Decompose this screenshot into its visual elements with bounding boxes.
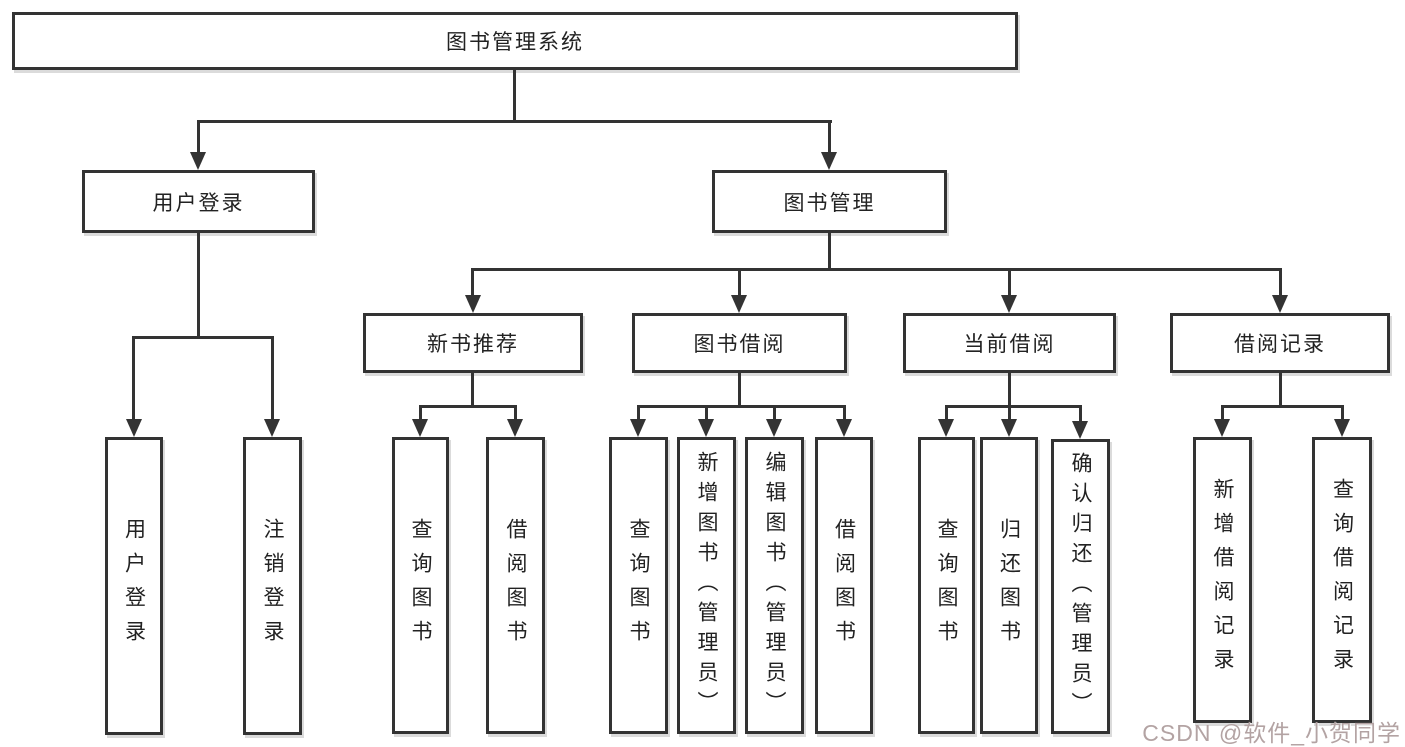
connector-line (828, 233, 831, 271)
arrow-down-icon (190, 152, 206, 170)
node-book-borrow-label: 图书借阅 (693, 333, 786, 356)
connector-line (843, 405, 846, 423)
arrow-down-icon (698, 419, 714, 437)
csdn-watermark: CSDN @软件_小贺同学 (1142, 720, 1401, 746)
leaf-query-book-2-label: 查询图书 (627, 517, 650, 654)
leaf-query-book-2: 查询图书 (609, 437, 668, 734)
arrow-down-icon (766, 419, 782, 437)
arrow-down-icon (1001, 295, 1017, 313)
leaf-add-book-admin: 新增图书（管理员） (677, 437, 736, 734)
connector-line (945, 405, 948, 423)
arrow-down-icon (630, 419, 646, 437)
leaf-query-borrow-record: 查询借阅记录 (1312, 437, 1372, 723)
connector-line (471, 373, 474, 408)
node-book-borrow: 图书借阅 (632, 313, 847, 373)
node-book-management: 图书管理 (712, 170, 947, 233)
connector-line (197, 233, 200, 339)
connector-line (828, 120, 831, 156)
connector-line (1279, 373, 1282, 408)
connector-line (1221, 405, 1343, 408)
leaf-borrow-book-2: 借阅图书 (815, 437, 873, 734)
leaf-add-borrow-record: 新增借阅记录 (1193, 437, 1252, 723)
leaf-return-book: 归还图书 (980, 437, 1038, 734)
leaf-borrow-book-2-label: 借阅图书 (832, 517, 856, 654)
arrow-down-icon (1214, 419, 1230, 437)
leaf-confirm-return-admin-label: 确认归还（管理员） (1069, 451, 1092, 722)
node-borrow-records: 借阅记录 (1170, 313, 1390, 373)
connector-line (1279, 268, 1282, 298)
connector-line (738, 268, 741, 298)
leaf-query-book-1-label: 查询图书 (409, 517, 432, 654)
node-root: 图书管理系统 (12, 12, 1018, 70)
connector-line (271, 336, 274, 424)
connector-line (705, 405, 708, 423)
connector-line (1008, 373, 1011, 408)
arrow-down-icon (465, 295, 481, 313)
arrow-down-icon (1334, 419, 1350, 437)
connector-line (1008, 405, 1011, 423)
arrow-down-icon (1001, 419, 1017, 437)
connector-line (1079, 405, 1082, 423)
node-current-borrow: 当前借阅 (903, 313, 1116, 373)
connector-line (197, 120, 200, 156)
arrow-down-icon (507, 419, 523, 437)
leaf-query-book-3: 查询图书 (918, 437, 975, 734)
arrow-down-icon (938, 419, 954, 437)
leaf-user-login-label: 用户登录 (122, 518, 146, 654)
leaf-logout: 注销登录 (243, 437, 302, 735)
connector-line (513, 70, 516, 123)
connector-line (197, 120, 832, 123)
node-new-book-recommend: 新书推荐 (363, 313, 583, 373)
connector-line (1008, 268, 1011, 298)
node-user-login: 用户登录 (82, 170, 315, 233)
node-borrow-records-label: 借阅记录 (1234, 333, 1326, 356)
arrow-down-icon (264, 419, 280, 437)
node-current-borrow-label: 当前借阅 (963, 333, 1056, 356)
leaf-query-borrow-record-label: 查询借阅记录 (1330, 478, 1354, 682)
arrow-down-icon (1072, 421, 1088, 439)
arrow-down-icon (1272, 295, 1288, 313)
connector-line (1221, 405, 1224, 423)
leaf-logout-label: 注销登录 (261, 518, 284, 654)
connector-line (773, 405, 776, 423)
connector-line (945, 405, 1082, 408)
connector-line (419, 405, 517, 408)
connector-line (419, 405, 422, 423)
arrow-down-icon (836, 419, 852, 437)
connector-line (132, 336, 135, 424)
leaf-confirm-return-admin: 确认归还（管理员） (1051, 439, 1110, 734)
leaf-borrow-book-1-label: 借阅图书 (504, 517, 527, 654)
arrow-down-icon (126, 419, 142, 437)
arrow-down-icon (821, 152, 837, 170)
arrow-down-icon (412, 419, 428, 437)
leaf-return-book-label: 归还图书 (997, 517, 1021, 654)
connector-line (637, 405, 846, 408)
node-new-book-recommend-label: 新书推荐 (427, 333, 519, 356)
leaf-borrow-book-1: 借阅图书 (486, 437, 545, 734)
leaf-query-book-1: 查询图书 (392, 437, 449, 734)
connector-line (471, 268, 474, 298)
connector-line (637, 405, 640, 423)
connector-line (514, 405, 517, 423)
node-user-login-label: 用户登录 (152, 191, 245, 215)
connector-line (471, 268, 1282, 271)
connector-line (132, 336, 274, 339)
leaf-add-borrow-record-label: 新增借阅记录 (1211, 478, 1234, 682)
leaf-user-login: 用户登录 (105, 437, 163, 735)
node-root-label: 图书管理系统 (446, 31, 584, 54)
leaf-add-book-admin-label: 新增图书（管理员） (695, 450, 718, 721)
leaf-edit-book-admin-label: 编辑图书（管理员） (763, 450, 786, 721)
leaf-edit-book-admin: 编辑图书（管理员） (745, 437, 804, 734)
connector-line (1341, 405, 1344, 423)
connector-line (738, 373, 741, 408)
arrow-down-icon (731, 295, 747, 313)
node-book-management-label: 图书管理 (783, 191, 876, 215)
leaf-query-book-3-label: 查询图书 (935, 517, 958, 654)
